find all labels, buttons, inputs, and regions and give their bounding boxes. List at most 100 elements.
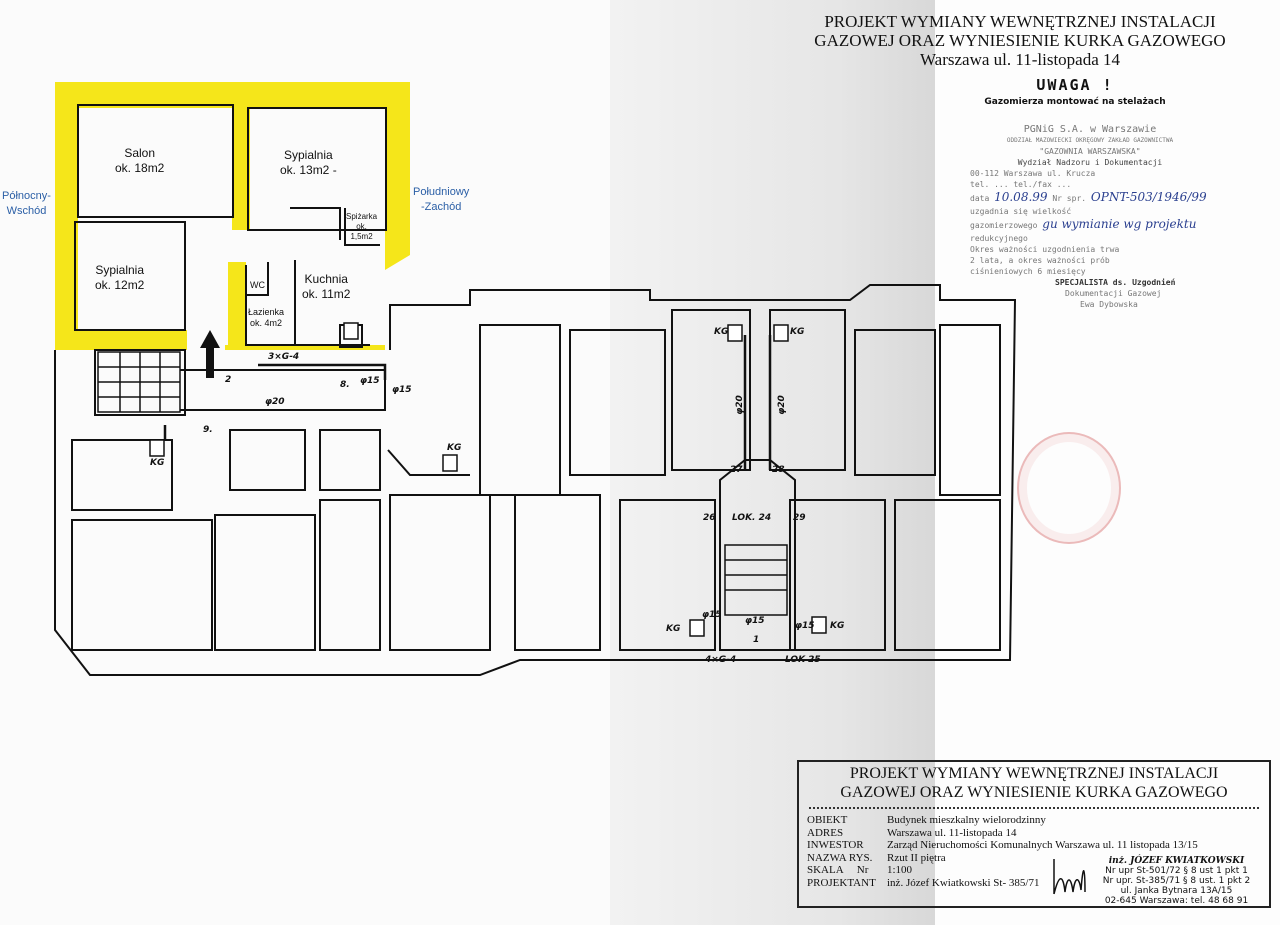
engineer-line: 02-645 Warszawa: tel. 48 68 91 <box>1104 896 1249 906</box>
title-block-rows: OBIEKT Budynek mieszkalny wielorodzinny A… <box>807 814 1198 889</box>
room-area: 1,5m2 <box>350 232 373 241</box>
gas-meter-label: KG <box>714 327 729 337</box>
room-area: ok. 4m2 <box>250 318 283 328</box>
stamp-label: data <box>970 194 990 203</box>
row-key: ADRES <box>807 826 844 839</box>
pipe-diameter: φ20 <box>265 397 285 407</box>
unit-number: 9. <box>203 425 213 435</box>
row-investor: INWESTOR Zarząd Nieruchomości Komunalnych… <box>807 839 1198 852</box>
engineer-line: Nr upr St-501/72 § 8 ust 1 pkt 1 <box>1105 866 1248 876</box>
stamp-label: gazomierzowego <box>970 221 1038 230</box>
room-name: Sypialnia <box>95 263 145 277</box>
row-value: Budynek mieszkalny wielorodzinny <box>887 814 1046 826</box>
riser-number: 1 <box>753 635 760 645</box>
gas-pipes <box>163 335 772 470</box>
room-area: ok. 12m2 <box>95 278 145 292</box>
direction-text: Wschód <box>6 205 47 217</box>
stamp-line: 00-112 Warszawa ul. Krucza <box>970 169 1096 178</box>
pipe-diameter: φ15 <box>702 610 722 620</box>
gas-meter-icons <box>149 322 827 637</box>
row-designer: PROJEKTANT inż. Józef Kwiatkowski St- 385… <box>807 877 1198 890</box>
stamp-gasmeter-row: gazomierzowego gu wymianie wg projektu <box>970 217 1270 233</box>
room-wc: WC <box>250 280 265 290</box>
stamp-date: 10.08.99 <box>994 190 1048 204</box>
stairs <box>97 351 788 616</box>
row-value: inż. Józef Kwiatkowski St- 385/71 <box>887 876 1040 889</box>
round-seal <box>1017 432 1121 544</box>
stamp-line: SPECJALISTA ds. Uzgodnień <box>1055 278 1176 287</box>
gas-meter-label: KG <box>150 458 165 468</box>
room-name: Sypialnia <box>284 148 333 162</box>
north-arrow-icon <box>200 330 220 378</box>
stamp-line: PGNiG S.A. w Warszawie <box>1023 124 1157 135</box>
apartment-highlight <box>55 82 410 350</box>
unit-number: 8. <box>340 380 350 390</box>
pipe-diameter: φ15 <box>795 621 815 631</box>
document-title: PROJEKT WYMIANY WEWNĘTRZNEJ INSTALACJI G… <box>790 12 1250 69</box>
gas-meter-label: KG <box>666 624 681 634</box>
stamp-line: ciśnieniowych 6 miesięcy <box>970 267 1086 276</box>
room-name: Kuchnia <box>304 272 348 286</box>
unit-label: LOK. 24 <box>732 513 772 523</box>
room-name: Łazienka <box>248 307 285 317</box>
handwritten-note: gu wymianie wg projektu <box>1042 217 1197 231</box>
engineer-stamp: inż. JÓZEF KWIATKOWSKI Nr upr St-501/72 … <box>1089 856 1264 906</box>
riser-number: 2 <box>225 375 232 385</box>
row-value: Rzut II piętra <box>887 851 946 864</box>
stamp-line: "GAZOWNIA WARSZAWSKA" <box>1039 147 1141 156</box>
title-line: PROJEKT WYMIANY WEWNĘTRZNEJ INSTALACJI <box>824 12 1216 31</box>
room-name: Salon <box>124 146 156 160</box>
pipe-diameter: φ15 <box>392 385 412 395</box>
warning-heading: UWAGA ! <box>1036 76 1114 94</box>
pipe-diameter: φ15 <box>360 376 380 386</box>
unit-label: LOK 25 <box>785 655 821 665</box>
pipe-label: 3×G-4 <box>268 352 300 362</box>
stamp-line: ODDZIAŁ MAZOWIECKI OKRĘGOWY ZAKŁAD GAZOW… <box>1006 137 1174 144</box>
row-drawing-name: NAZWA RYS.Rzut II piętra <box>807 852 1198 865</box>
stamp-date-row: data 10.08.99 Nr spr. OPNT-503/1946/99 <box>970 190 1270 206</box>
stamp-line: tel. ... tel./fax ... <box>970 180 1072 189</box>
gas-meter-label: KG <box>447 443 462 453</box>
row-key: PROJEKTANT <box>807 876 876 889</box>
row-key: OBIEKT <box>807 814 848 826</box>
room-area: ok. 18m2 <box>115 161 165 175</box>
stamp-line: uzgadnia się wielkość <box>970 207 1072 216</box>
row-key: SKALA Nr <box>807 864 869 876</box>
pipe-diameter: φ20 <box>776 395 787 415</box>
designer-signature <box>1053 859 1086 895</box>
stamp-line: Ewa Dybowska <box>1080 300 1138 309</box>
title-address: Warszawa ul. 11-listopada 14 <box>919 50 1121 69</box>
pipe-diameter: φ20 <box>734 395 745 415</box>
row-value: Warszawa ul. 11-listopada 14 <box>887 826 1017 839</box>
room-area: ok. 11m2 <box>302 287 351 301</box>
row-value: Zarząd Nieruchomości Komunalnych Warszaw… <box>887 839 1198 851</box>
title-line: GAZOWEJ ORAZ WYNIESIENIE KURKA GAZOWEGO <box>814 31 1226 50</box>
pipe-label: 4×G-4 <box>705 655 737 665</box>
direction-northeast: Północny-Wschód <box>2 189 51 219</box>
direction-southwest: Południowy -Zachód <box>413 185 469 215</box>
divider <box>809 807 1259 809</box>
direction-text: Południowy <box>413 186 470 198</box>
room-area: ok. 13m2 - <box>280 163 337 177</box>
row-value: 1:100 <box>887 864 913 876</box>
title-block: PROJEKT WYMIANY WEWNĘTRZNEJ INSTALACJI G… <box>797 760 1271 908</box>
title-line: PROJEKT WYMIANY WEWNĘTRZNEJ INSTALACJI <box>849 765 1219 782</box>
row-object: OBIEKT Budynek mieszkalny wielorodzinny <box>807 814 1198 827</box>
stamp-label: Nr spr. <box>1052 194 1087 203</box>
engineer-line: Nr upr. St-385/71 § 8 ust. 1 pkt 2 <box>1102 876 1251 886</box>
direction-text: -Zachód <box>420 201 462 213</box>
row-key: INWESTOR <box>807 839 864 851</box>
unit-number: 26 <box>703 513 716 523</box>
gas-meter-label: KG <box>830 621 845 631</box>
gas-meter-label: KG <box>790 327 805 337</box>
unit-number: 28 <box>772 465 785 475</box>
room-name: Spiżarka <box>346 212 378 221</box>
title-block-heading: PROJEKT WYMIANY WEWNĘTRZNEJ INSTALACJI G… <box>799 764 1269 802</box>
approval-stamp: PGNiG S.A. w Warszawie ODDZIAŁ MAZOWIECK… <box>970 124 1270 310</box>
